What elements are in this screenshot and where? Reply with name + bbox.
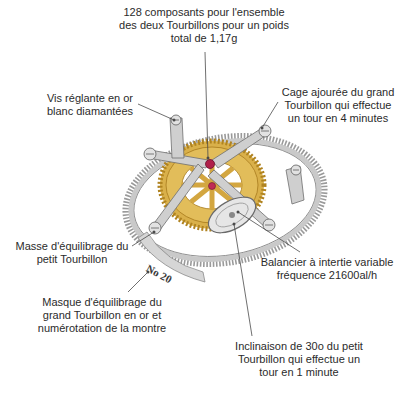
leader-line: [132, 232, 154, 246]
ruby-jewel: [209, 183, 216, 190]
leader-dots: [147, 119, 264, 274]
leader-lines: [128, 52, 300, 336]
ring-teeth: [116, 122, 334, 279]
callout-label: 128 composants pour l'ensemble des deux …: [118, 6, 290, 45]
small-tourbillon: [202, 190, 261, 240]
callout-label: Balancier à intertie variable fréquence …: [256, 256, 398, 282]
leader-line: [205, 52, 208, 158]
callout-label: Masse d'équilibrage du petit Tourbillon: [12, 240, 132, 266]
callout-label: Vis réglante en or blanc diamantées: [38, 92, 142, 118]
leader-line: [238, 212, 300, 252]
callout-label: Masque d'équilibrage du grand Tourbillon…: [34, 296, 170, 335]
leader-line: [128, 272, 148, 292]
toothed-ring: [116, 122, 334, 279]
leader-line: [234, 224, 252, 336]
leader-line: [262, 102, 278, 128]
screws: [144, 115, 301, 234]
callout-label: Cage ajourée du grand Tourbillon qui eff…: [278, 86, 398, 125]
ruby-jewel: [206, 160, 215, 169]
leader-line: [138, 104, 174, 120]
callout-label: Inclinaison de 30o du petit Tourbillon q…: [230, 340, 368, 379]
